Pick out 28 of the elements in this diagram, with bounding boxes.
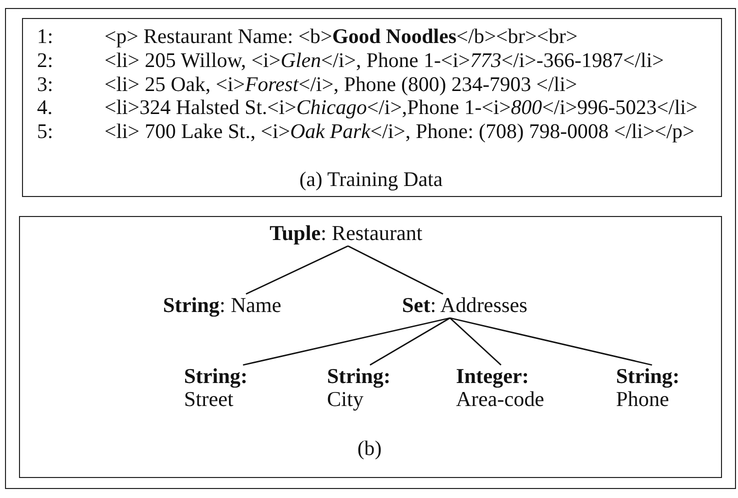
tree-node-label: Tuple: Restaurant <box>265 222 427 246</box>
panel-box <box>18 216 722 478</box>
tree-node-label: String: Name <box>163 294 287 318</box>
tree-node-label: String: City <box>327 365 397 411</box>
panel-caption: (b) <box>357 437 382 461</box>
tree-edge <box>370 317 450 366</box>
tree-edge <box>450 317 652 366</box>
code-line: <p> Restaurant Name: <b>Good Noodles</b><br><br> <box>104 25 578 49</box>
line-number: 3: <box>37 72 54 96</box>
tree-edge <box>450 317 502 366</box>
tree-edge <box>246 245 348 295</box>
code-line: <li> 700 Lake St., <i>Oak Park</i>, Phone: (708) 798-0008 </li></p> <box>104 120 694 144</box>
tree-node-label: String: Street <box>184 365 254 411</box>
line-number: 2: <box>37 48 54 73</box>
line-number: 5: <box>37 120 54 144</box>
code-line: <li> 205 Willow, <i>Glen</i>, Phone 1-<i>773</i>-366-1987</li> <box>104 48 664 73</box>
code-line: <li> 25 Oak, <i>Forest</i>, Phone (800) 234-7903 </li> <box>104 72 578 96</box>
tree-node-label: Set: Addresses <box>402 294 534 318</box>
outer-frame <box>5 8 736 489</box>
line-number: 1: <box>37 25 54 49</box>
line-number: 4. <box>37 96 53 120</box>
tree-edge <box>348 245 444 295</box>
panel-box <box>22 18 722 196</box>
panel-caption: (a) Training Data <box>299 168 443 192</box>
tree-node-label: String: Phone <box>616 365 688 411</box>
code-line: <li>324 Halsted St.<i>Chicago</i>,Phone 1-<i>800</i>996-5023</li> <box>104 96 698 120</box>
tree-node-label: Integer: Area-code <box>456 365 552 411</box>
tree-edge <box>242 317 450 366</box>
